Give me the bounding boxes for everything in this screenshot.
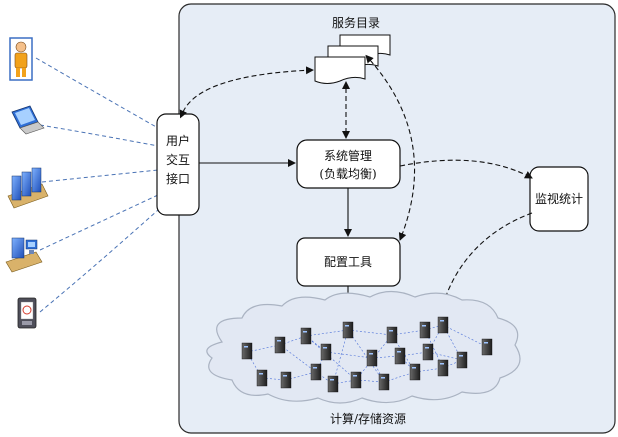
resource-cloud <box>206 290 521 404</box>
user-interface-label-1: 用户 <box>166 133 190 148</box>
config-tool-label: 配置工具 <box>324 255 372 269</box>
server-cluster-icon <box>7 167 49 209</box>
dashed-arrows <box>179 54 533 315</box>
resource-pool-label: 计算/存储资源 <box>330 411 406 426</box>
service-directory-label: 服务目录 <box>332 15 380 30</box>
user-interface-label-2: 交互 <box>166 152 190 167</box>
desktop-computer-icon <box>5 237 43 273</box>
laptop-icon <box>11 105 45 135</box>
user-interface-label-3: 接口 <box>166 171 190 186</box>
user-person-icon <box>9 37 33 81</box>
monitor-box <box>529 166 589 232</box>
pda-icon <box>17 297 37 329</box>
monitor-label: 监视统计 <box>535 191 583 206</box>
user-interface-box <box>156 113 200 216</box>
device-links <box>35 57 159 313</box>
system-management-label-2: (负载均衡) <box>319 167 376 181</box>
system-management-label-1: 系统管理 <box>324 148 372 163</box>
